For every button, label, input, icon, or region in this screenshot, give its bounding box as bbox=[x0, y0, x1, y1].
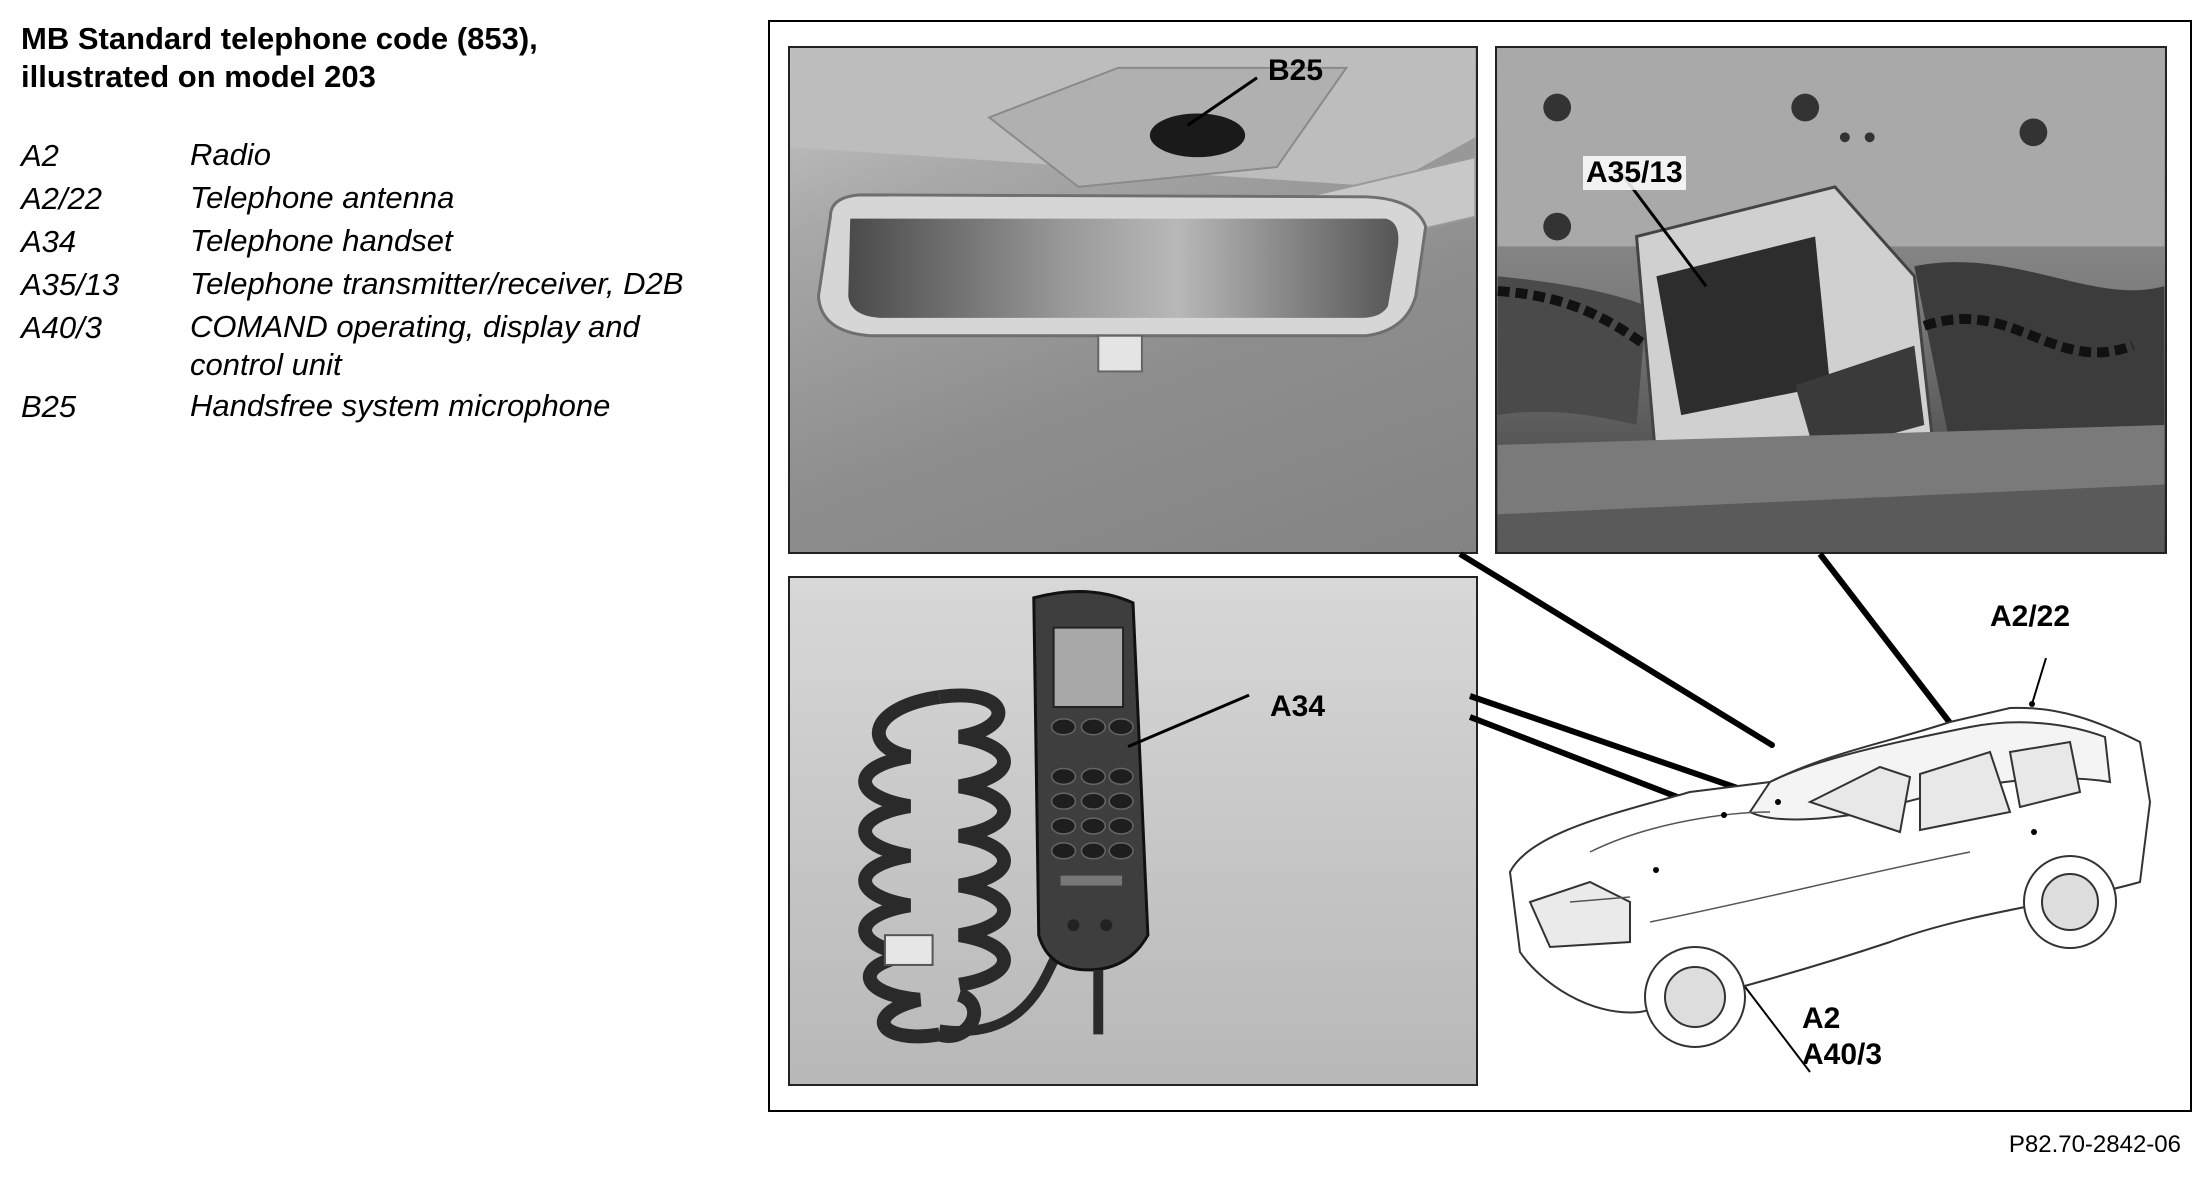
title-line-1: MB Standard telephone code (853), bbox=[21, 21, 538, 56]
legend-row: A35/13 Telephone transmitter/receiver, D… bbox=[21, 265, 710, 305]
mirror-microphone-panel: B25 bbox=[788, 46, 1478, 554]
callout-a40-3: A40/3 bbox=[1802, 1038, 1883, 1071]
legend-description: Telephone handset bbox=[190, 223, 453, 258]
legend-code: A34 bbox=[21, 224, 77, 259]
legend-description: Handsfree system microphone bbox=[190, 388, 611, 423]
legend-code: A35/13 bbox=[21, 267, 120, 302]
callout-a34: A34 bbox=[1270, 690, 1326, 723]
legend-row: A34 Telephone handset bbox=[21, 222, 710, 262]
legend-description: Radio bbox=[190, 137, 271, 172]
handset-illustration bbox=[858, 590, 1250, 1044]
page-title: MB Standard telephone code (853), illust… bbox=[21, 20, 538, 96]
legend-code: A2/22 bbox=[21, 181, 103, 216]
legend-row: A2/22 Telephone antenna bbox=[21, 179, 710, 219]
title-line-2: illustrated on model 203 bbox=[21, 59, 376, 94]
legend-row: B25 Handsfree system microphone bbox=[21, 387, 710, 427]
callout-b25: B25 bbox=[1268, 54, 1324, 87]
callout-a35-13: A35/13 bbox=[1583, 156, 1686, 190]
module-illustration bbox=[1497, 48, 2165, 552]
handset-panel: A34 bbox=[788, 576, 1478, 1086]
legend-code: A40/3 bbox=[21, 310, 103, 345]
legend-row: A2 Radio bbox=[21, 136, 710, 176]
mirror-illustration bbox=[790, 48, 1476, 373]
transmitter-module-panel: A35/13 bbox=[1495, 46, 2167, 554]
callout-a2-22: A2/22 bbox=[1990, 600, 2071, 633]
component-legend: A2 Radio A2/22 Telephone antenna A34 Tel… bbox=[21, 136, 710, 430]
legend-code: A2 bbox=[21, 138, 59, 173]
legend-description: COMAND operating, display and control un… bbox=[190, 309, 640, 382]
callout-a2: A2 bbox=[1802, 1002, 1841, 1035]
legend-description: Telephone transmitter/receiver, D2B bbox=[190, 266, 684, 301]
legend-row: A40/3 COMAND operating, display and cont… bbox=[21, 308, 710, 384]
figure-number: P82.70-2842-06 bbox=[2008, 1131, 2181, 1158]
legend-description: Telephone antenna bbox=[190, 180, 455, 215]
diagram-figure: B25 A35/13 bbox=[768, 20, 2192, 1112]
legend-code: B25 bbox=[21, 389, 77, 424]
